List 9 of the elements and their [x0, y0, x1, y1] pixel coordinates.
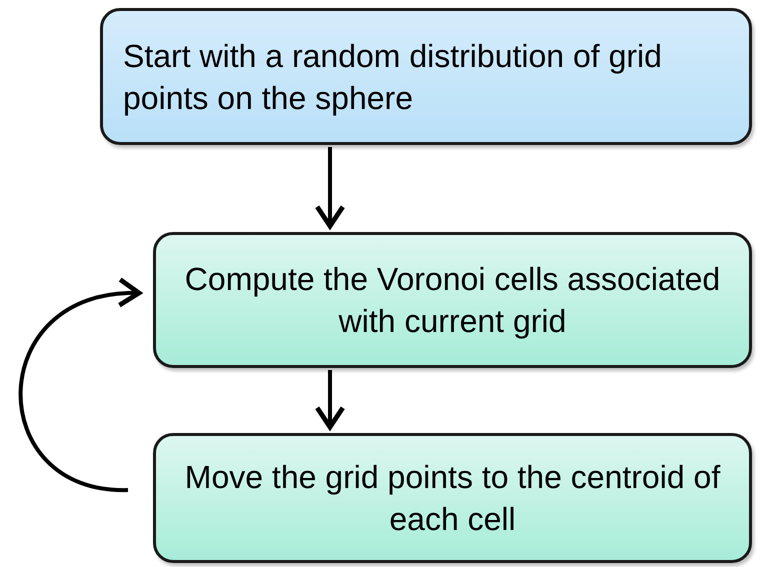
arrow: [18, 279, 142, 492]
step-text: Compute the Voronoi cells associated with current grid: [184, 260, 722, 341]
arrow: [314, 370, 346, 430]
arrow: [314, 147, 346, 228]
step-text: Start with a random distribution of grid points on the sphere: [122, 36, 663, 118]
process-box: [100, 8, 752, 145]
step-text: Move the grid points to the centroid of each cell: [184, 458, 722, 539]
process-box: [153, 232, 752, 368]
process-box: [153, 433, 752, 563]
